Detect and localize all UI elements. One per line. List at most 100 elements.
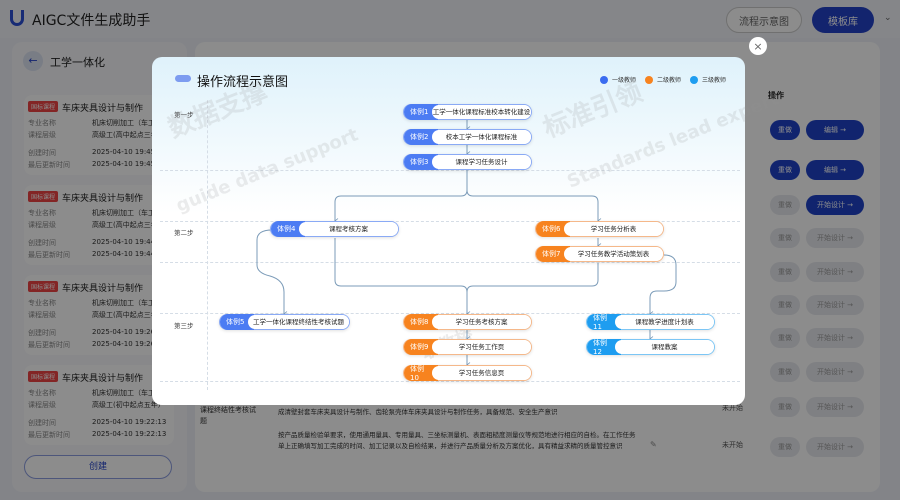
redo-button[interactable]: 重做 — [770, 295, 800, 315]
node-label: 课程学习任务设计 — [432, 155, 531, 169]
start-design-button[interactable]: 开始设计 → — [806, 295, 864, 315]
redo-button[interactable]: 重做 — [770, 362, 800, 382]
row-divider — [160, 313, 740, 314]
redo-button[interactable]: 重做 — [770, 195, 800, 215]
step-label: 第三步 — [174, 322, 194, 330]
edit-button[interactable]: 编辑 → — [806, 120, 864, 140]
start-design-button[interactable]: 开始设计 → — [806, 328, 864, 348]
chevron-down-icon[interactable]: ⌄ — [884, 13, 892, 23]
legend-item: 二级教师 — [645, 75, 681, 84]
create-button[interactable]: 创建 — [24, 455, 172, 479]
node-tag: 体例4 — [271, 221, 305, 237]
course-title: 车床夹具设计与制作 — [62, 284, 144, 294]
field-value: 2025-04-10 19:45:10 — [92, 148, 167, 156]
course-badge: 国标课程 — [28, 281, 59, 292]
row-desc-2: 按产品质量检验单要求，使用通用量具、专用量具、三坐标测量机、表面粗糙度测量仪等规… — [278, 431, 636, 450]
field-label: 专业名称 — [28, 209, 56, 217]
field-value: 2025-04-10 19:26:44 — [92, 328, 167, 336]
field-label: 课程层级 — [28, 401, 56, 409]
field-value: 2025-04-10 19:44:57 — [92, 250, 167, 258]
node-tag: 体例9 — [404, 339, 438, 355]
course-title: 车床夹具设计与制作 — [62, 374, 144, 384]
back-button[interactable]: ← — [23, 51, 43, 71]
start-design-button[interactable]: 开始设计 → — [806, 362, 864, 382]
start-design-button[interactable]: 开始设计 → — [806, 397, 864, 417]
row-divider — [160, 170, 740, 171]
edit-button[interactable]: 编辑 → — [806, 160, 864, 180]
field-label: 创建时间 — [28, 239, 56, 247]
field-value: 高级工(高中起点三年) — [92, 221, 161, 229]
status-badge: 未开始 — [722, 404, 743, 412]
start-design-button[interactable]: 开始设计 → — [806, 437, 864, 457]
node-label: 学习任务考核方案 — [432, 315, 531, 329]
field-value: 2025-04-10 19:22:13 — [92, 430, 167, 438]
course-card[interactable]: 国标课程 车床夹具设计与制作 专业名称机床切削加工（车工） 课程层级高级工(高中… — [24, 275, 174, 355]
field-label: 专业名称 — [28, 119, 56, 127]
row-actions: 重做开始设计 → — [770, 262, 870, 282]
field-label: 创建时间 — [28, 149, 56, 157]
start-design-button[interactable]: 开始设计 → — [806, 195, 864, 215]
field-label: 课程层级 — [28, 131, 56, 139]
field-label: 课程层级 — [28, 221, 56, 229]
modal-title: 操作流程示意图 — [197, 75, 289, 90]
field-label: 专业名称 — [28, 389, 56, 397]
template-library-button[interactable]: 模板库 — [812, 7, 874, 33]
app-title: AIGC文件生成助手 — [32, 13, 151, 29]
redo-button[interactable]: 重做 — [770, 397, 800, 417]
row-divider — [160, 221, 740, 222]
row-actions: 重做开始设计 → — [770, 437, 870, 457]
course-card[interactable]: 国标课程 车床夹具设计与制作 专业名称 机床切削加工（车工） 课程层级 高级工(高中… — [24, 185, 174, 265]
field-label: 最后更新时间 — [28, 161, 70, 169]
flow-diagram-button[interactable]: 流程示意图 — [726, 7, 802, 33]
redo-button[interactable]: 重做 — [770, 228, 800, 248]
row-divider — [160, 262, 740, 263]
node-label: 工学一体化课程标准校本转化建设 — [432, 105, 531, 119]
course-badge: 国标课程 — [28, 191, 59, 202]
edit-pencil-icon[interactable]: ✎ — [650, 440, 657, 449]
start-design-button[interactable]: 开始设计 → — [806, 228, 864, 248]
node-tag: 体例10 — [404, 365, 438, 382]
legend-dot-icon — [600, 75, 608, 84]
redo-button[interactable]: 重做 — [770, 160, 800, 180]
redo-button[interactable]: 重做 — [770, 120, 800, 140]
row-actions: 重做编辑 → — [770, 120, 870, 140]
row-actions: 重做开始设计 → — [770, 195, 870, 215]
course-title: 车床夹具设计与制作 — [62, 194, 144, 204]
course-title: 车床夹具设计与制作 — [62, 104, 144, 114]
course-badge: 国标课程 — [28, 371, 59, 382]
row-actions: 重做开始设计 → — [770, 295, 870, 315]
close-button[interactable]: × — [749, 37, 767, 55]
field-value: 2025-04-10 19:26:44 — [92, 340, 167, 348]
row-actions: 重做编辑 → — [770, 160, 870, 180]
legend-label: 一级教师 — [612, 77, 637, 84]
course-card[interactable]: 国标课程 车床夹具设计与制作 专业名称机床切削加工（车工） 课程层级高级工(高中… — [24, 95, 174, 175]
redo-button[interactable]: 重做 — [770, 328, 800, 348]
start-design-button[interactable]: 开始设计 → — [806, 262, 864, 282]
title-pill-icon — [175, 75, 191, 82]
course-card[interactable]: 国标课程 车床夹具设计与制作 专业名称机床切削加工（车工） 课程层级高级工(初中… — [24, 365, 174, 445]
field-value: 2025-04-10 19:45:10 — [92, 160, 167, 168]
field-value: 机床切削加工（车工） — [92, 119, 162, 127]
redo-button[interactable]: 重做 — [770, 262, 800, 282]
field-value: 机床切削加工（车工） — [92, 389, 162, 397]
node-tag: 体例12 — [587, 339, 621, 356]
field-label: 专业名称 — [28, 299, 56, 307]
legend-dot-icon — [645, 75, 653, 84]
node-tag: 体例3 — [404, 154, 438, 170]
field-value: 机床切削加工（车工） — [92, 209, 162, 217]
redo-button[interactable]: 重做 — [770, 437, 800, 457]
row-divider — [160, 381, 740, 382]
